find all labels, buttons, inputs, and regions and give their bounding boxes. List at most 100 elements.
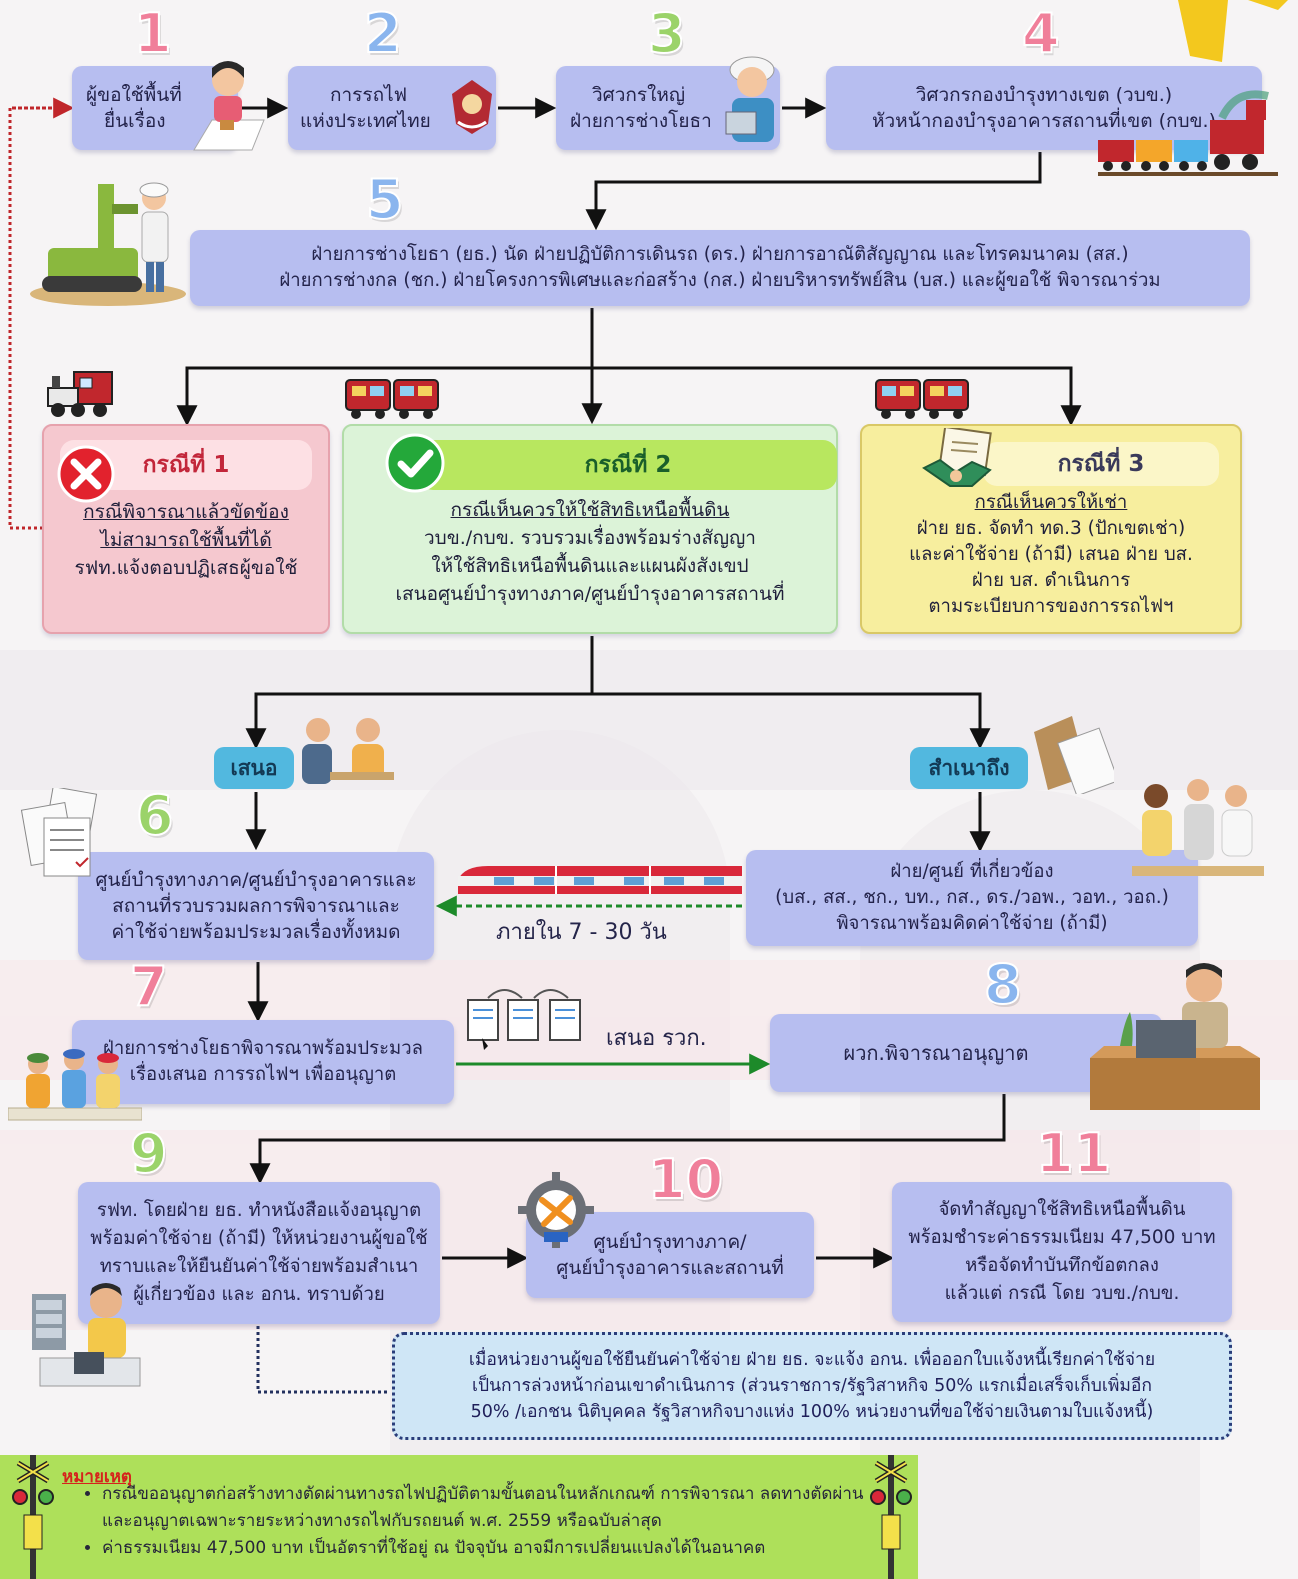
train-cars-icon xyxy=(345,379,439,419)
payment-note: เมื่อหน่วยงานผู้ขอใช้ยืนยันค่าใช้จ่าย ฝ่… xyxy=(392,1332,1232,1440)
case-1-condition: กรณีพิจารณาแล้วขัดข้อง xyxy=(83,501,289,523)
step-11-line: พร้อมชำระค่าธรรมเนียม 47,500 บาท xyxy=(908,1227,1216,1248)
step-number-2: 2 xyxy=(363,1,403,66)
applicant-person-icon xyxy=(193,61,265,151)
engineer-person-icon xyxy=(725,56,775,142)
srt-emblem-icon xyxy=(452,80,492,134)
step-6b-line: ฝ่าย/ศูนย์ ที่เกี่ยวข้อง xyxy=(890,861,1054,882)
within-days-label: ภายใน 7 - 30 วัน xyxy=(496,920,667,945)
construction-machine-icon xyxy=(30,182,186,306)
step-11-line: หรือจัดทำบันทึกข้อตกลง xyxy=(965,1255,1159,1276)
step-6-line: ศูนย์บำรุงทางภาค/ศูนย์บำรุงอาคารและ xyxy=(95,869,417,891)
step-9-line: ผู้เกี่ยวข้อง และ อกน. ทราบด้วย xyxy=(133,1284,385,1305)
remark-panel: หมายเหตุ กรณีขออนุญาตก่อสร้างทางตัดผ่านท… xyxy=(0,1455,918,1579)
case-1-action: รฟท.แจ้งตอบปฏิเสธผู้ขอใช้ xyxy=(74,557,298,579)
step-number-6: 6 xyxy=(135,783,175,848)
step-4-box: วิศวกรกองบำรุงทางเขต (วบข.) หัวหน้ากองบำ… xyxy=(826,66,1262,150)
case-2-condition: กรณีเห็นควรให้ใช้สิทธิเหนือพื้นดิน xyxy=(450,499,730,521)
case-3-condition: กรณีเห็นควรให้เช่า xyxy=(974,492,1128,513)
step-2-box: การรถไฟ แห่งประเทศไทย xyxy=(288,66,496,150)
case-3-action: ตามระเบียบการของการรถไฟฯ xyxy=(928,596,1174,617)
step-number-5: 5 xyxy=(365,167,405,232)
documents-flow-icon xyxy=(467,989,581,1050)
document-envelope-icon xyxy=(1034,716,1114,794)
step-10-line: ศูนย์บำรุงอาคารและสถานที่ xyxy=(556,1257,784,1279)
step-9-line: ทราบและให้ยืนยันค่าใช้จ่ายพร้อมสำเนา xyxy=(99,1256,419,1277)
payment-note-line: เป็นการล่วงหน้าก่อนเขาดำเนินการ (ส่วนราช… xyxy=(472,1376,1152,1396)
step-5-box: ฝ่ายการช่างโยธา (ยธ.) นัด ฝ่ายปฏิบัติการ… xyxy=(190,230,1250,306)
step-9-line: รฟท. โดยฝ่าย ยธ. ทำหนังสือแจ้งอนุญาต xyxy=(96,1200,422,1221)
case-3-action: ฝ่าย ยธ. จัดทำ ทด.3 (ปักเขตเช่า) xyxy=(916,518,1186,539)
executive-desk-icon xyxy=(1090,963,1260,1110)
step-4-line: วิศวกรกองบำรุงทางเขต (วบข.) xyxy=(915,84,1173,106)
step-number-7: 7 xyxy=(129,954,169,1019)
step-7-line: ฝ่ายการช่างโยธาพิจารณาพร้อมประมวล xyxy=(103,1038,423,1059)
step-number-1: 1 xyxy=(133,1,173,66)
railway-crossing-signal-icon xyxy=(12,1455,54,1579)
step-10-line: ศูนย์บำรุงทางภาค/ xyxy=(593,1231,747,1253)
case-3-box: กรณีที่ 3 กรณีเห็นควรให้เช่า ฝ่าย ยธ. จั… xyxy=(860,424,1242,634)
step-6b-line: พิจารณาพร้อมคิดค่าใช้จ่าย (ถ้ามี) xyxy=(836,913,1108,934)
step-6-line: สถานที่รวบรวมผลการพิจารณาและ xyxy=(112,895,400,917)
case-3-action: และค่าใช้จ่าย (ถ้ามี) เสนอ ฝ่าย บส. xyxy=(909,544,1193,565)
approve-icon xyxy=(385,433,445,493)
step-2-line: แห่งประเทศไทย xyxy=(300,110,431,132)
step-3-line: วิศวกรใหญ่ xyxy=(592,84,686,106)
step-4-line: หัวหน้ากองบำรุงอาคารสถานที่เขต (กบข.) xyxy=(871,110,1216,132)
decorative-flag-icon xyxy=(1178,0,1288,62)
remark-item: ค่าธรรมเนียม 47,500 บาท เป็นอัตราที่ใช้อ… xyxy=(102,1535,892,1562)
workers-planning-icon xyxy=(8,1049,142,1121)
step-6-box: ศูนย์บำรุงทางภาค/ศูนย์บำรุงอาคารและ สถาน… xyxy=(78,852,434,960)
step-5-line: ฝ่ายการช่างกล (ชก.) ฝ่ายโครงการพิเศษและก… xyxy=(279,270,1161,291)
copy-to-label: สำเนาถึง xyxy=(910,747,1028,789)
payment-note-line: 50% /เอกชน นิติบุคคล รัฐวิสาหกิจบางแห่ง … xyxy=(470,1402,1154,1422)
propose-label: เสนอ xyxy=(214,747,294,789)
case-2-action: วบข./กบข. รวบรวมเรื่องพร้อมร่างสัญญา xyxy=(424,527,756,549)
step-number-8: 8 xyxy=(983,952,1023,1017)
case-1-condition: ไม่สามารถใช้พื้นที่ได้ xyxy=(100,529,272,551)
step-7-box: ฝ่ายการช่างโยธาพิจารณาพร้อมประมวล เรื่อง… xyxy=(72,1020,454,1104)
step-11-box: จัดทำสัญญาใช้สิทธิเหนือพื้นดิน พร้อมชำระ… xyxy=(892,1182,1232,1322)
step-11-line: แล้วแต่ กรณี โดย วบข./กบข. xyxy=(944,1283,1180,1304)
step-6b-line: (บส., สส., ชก., บท., กส., ดร./วอพ., วอท.… xyxy=(775,887,1169,908)
handshake-contract-icon xyxy=(922,428,992,487)
gear-tools-icon xyxy=(518,1172,594,1248)
train-cars-icon xyxy=(875,379,969,419)
remark-title: หมายเหตุ xyxy=(62,1467,132,1487)
step-9-line: พร้อมค่าใช้จ่าย (ถ้ามี) ให้หน่วยงานผู้ขอ… xyxy=(90,1228,428,1249)
step-3-line: ฝ่ายการช่างโยธา xyxy=(570,110,712,132)
payment-note-line: เมื่อหน่วยงานผู้ขอใช้ยืนยันค่าใช้จ่าย ฝ่… xyxy=(468,1350,1156,1370)
locomotive-icon xyxy=(47,371,113,417)
documents-stack-icon xyxy=(20,788,98,877)
express-train-icon xyxy=(458,866,742,894)
case-3-action: ฝ่าย บส. ดำเนินการ xyxy=(971,570,1131,591)
step-9-box: รฟท. โดยฝ่าย ยธ. ทำหนังสือแจ้งอนุญาต พร้… xyxy=(78,1182,440,1324)
step-number-11: 11 xyxy=(1035,1121,1112,1186)
step-6b-box: ฝ่าย/ศูนย์ ที่เกี่ยวข้อง (บส., สส., ชก.,… xyxy=(746,850,1198,946)
step-7-line: เรื่องเสนอ การรถไฟฯ เพื่ออนุญาต xyxy=(129,1064,397,1085)
step-number-4: 4 xyxy=(1021,1,1061,66)
reject-icon xyxy=(57,445,115,503)
step-2-line: การรถไฟ xyxy=(330,84,408,106)
propose-rwk-label: เสนอ รวก. xyxy=(606,1026,707,1051)
case-3-title: กรณีที่ 3 xyxy=(983,442,1219,486)
step-1-line: ยื่นเรื่อง xyxy=(104,110,166,132)
railway-crossing-signal-icon xyxy=(870,1455,912,1579)
train-illustration-icon xyxy=(1098,90,1278,176)
step-8-line: ผวก.พิจารณาอนุญาต xyxy=(843,1041,1029,1065)
remark-list: กรณีขออนุญาตก่อสร้างทางตัดผ่านทางรถไฟปฏิ… xyxy=(82,1481,892,1562)
case-2-action: เสนอศูนย์บำรุงทางภาค/ศูนย์บำรุงอาคารสถาน… xyxy=(395,583,785,605)
step-number-10: 10 xyxy=(647,1147,724,1212)
case-2-title: กรณีที่ 2 xyxy=(419,440,837,490)
case-2-action: ให้ใช้สิทธิเหนือพื้นดินและแผนผังสังเขป xyxy=(431,555,749,577)
office-worker-icon xyxy=(32,1283,141,1387)
remark-item: กรณีขออนุญาตก่อสร้างทางตัดผ่านทางรถไฟปฏิ… xyxy=(102,1481,892,1535)
step-6-line: ค่าใช้จ่ายพร้อมประมวลเรื่องทั้งหมด xyxy=(111,921,401,943)
step-1-line: ผู้ขอใช้พื้นที่ xyxy=(86,84,182,106)
meeting-people-icon xyxy=(302,718,394,784)
step-11-line: จัดทำสัญญาใช้สิทธิเหนือพื้นดิน xyxy=(938,1199,1186,1220)
step-number-9: 9 xyxy=(129,1121,169,1186)
step-5-line: ฝ่ายการช่างโยธา (ยธ.) นัด ฝ่ายปฏิบัติการ… xyxy=(311,244,1129,265)
step-number-3: 3 xyxy=(647,1,687,66)
